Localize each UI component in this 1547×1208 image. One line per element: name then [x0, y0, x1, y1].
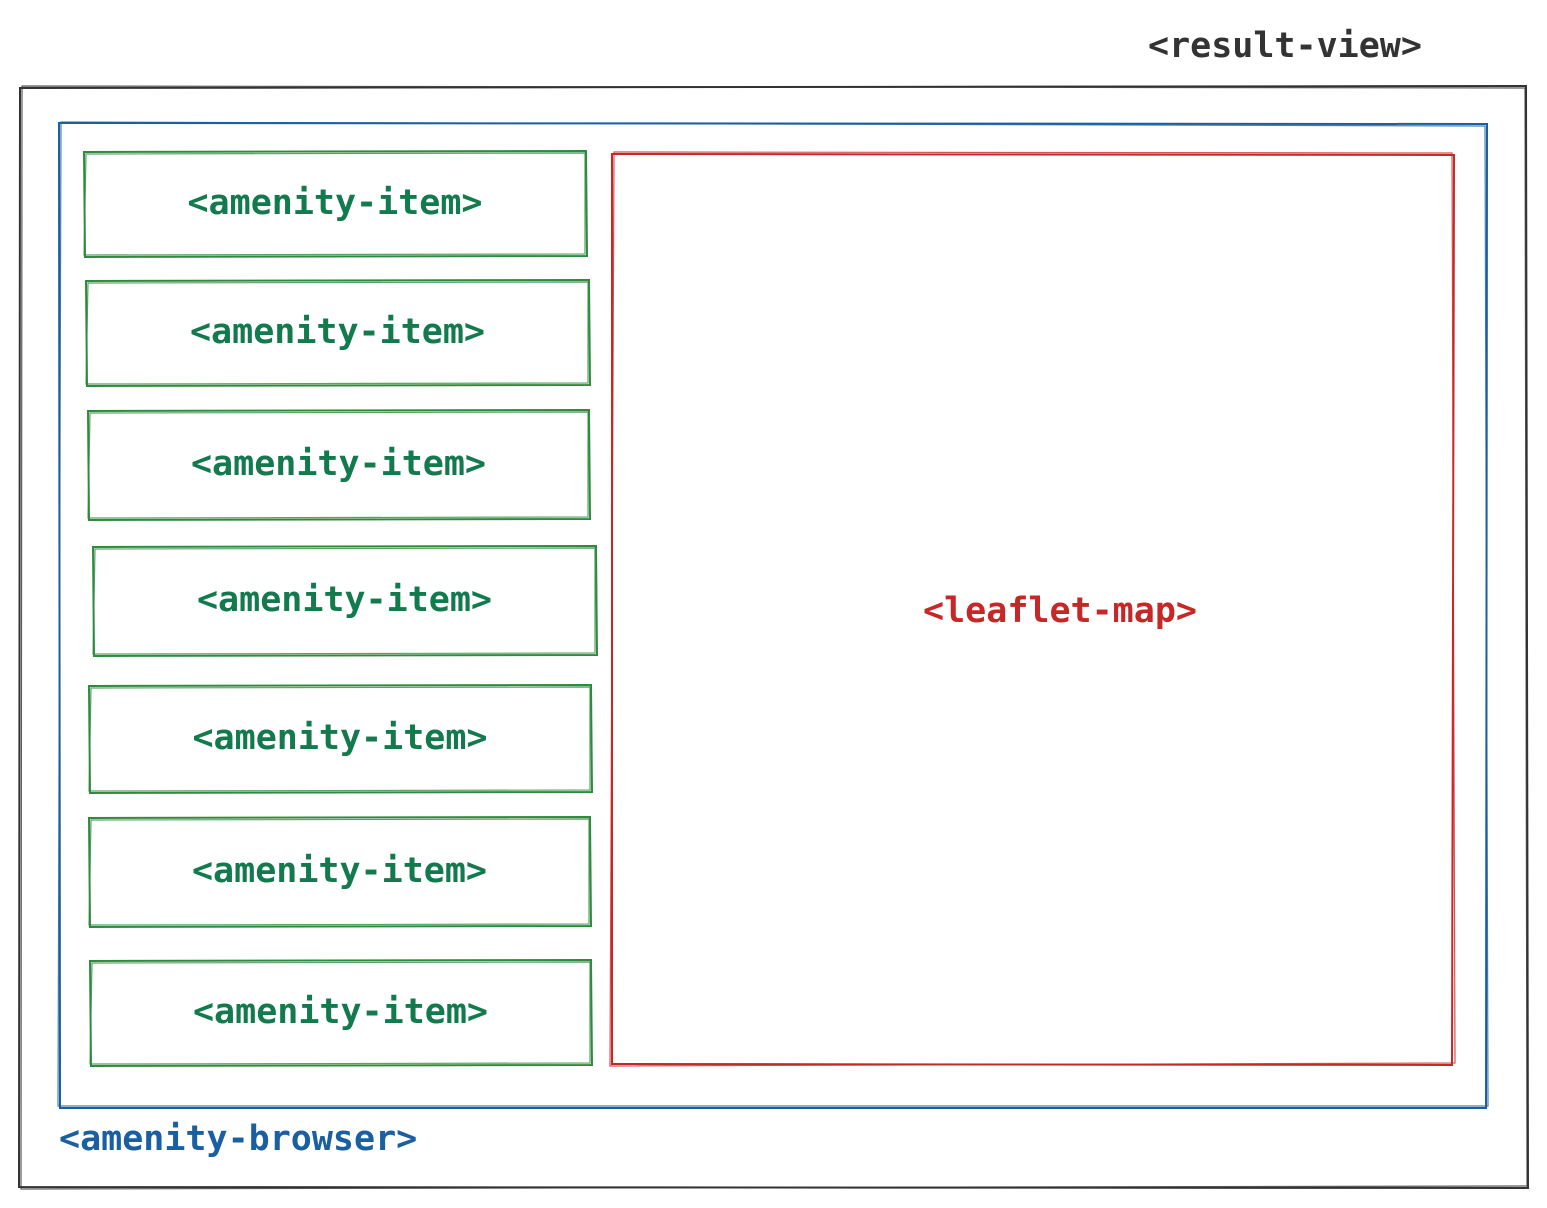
amenity-item: <amenity-item>	[84, 278, 592, 388]
amenity-browser-box	[57, 121, 1489, 1109]
leaflet-map-box	[609, 151, 1456, 1067]
amenity-item-list: <amenity-item> <amenity-item> <amenity-ite…	[82, 149, 599, 1068]
amenity-item-label: <amenity-item>	[192, 718, 487, 758]
result-view-box	[17, 84, 1530, 1190]
amenity-item: <amenity-item>	[91, 544, 599, 658]
amenity-item-label: <amenity-item>	[187, 183, 482, 223]
amenity-item: <amenity-item>	[82, 149, 589, 259]
amenity-item-label: <amenity-item>	[190, 312, 485, 352]
amenity-item-label: <amenity-item>	[192, 851, 487, 891]
amenity-item: <amenity-item>	[87, 683, 594, 795]
amenity-item: <amenity-item>	[87, 815, 593, 929]
result-view-label: <result-view>	[1148, 26, 1422, 66]
amenity-item: <amenity-item>	[88, 958, 594, 1068]
amenity-browser-label: <amenity-browser>	[59, 1119, 417, 1159]
amenity-item: <amenity-item>	[86, 408, 592, 522]
amenity-item-label: <amenity-item>	[191, 444, 486, 484]
amenity-item-label: <amenity-item>	[197, 580, 492, 620]
amenity-item-label: <amenity-item>	[193, 992, 488, 1032]
leaflet-map-label: <leaflet-map>	[923, 591, 1197, 631]
